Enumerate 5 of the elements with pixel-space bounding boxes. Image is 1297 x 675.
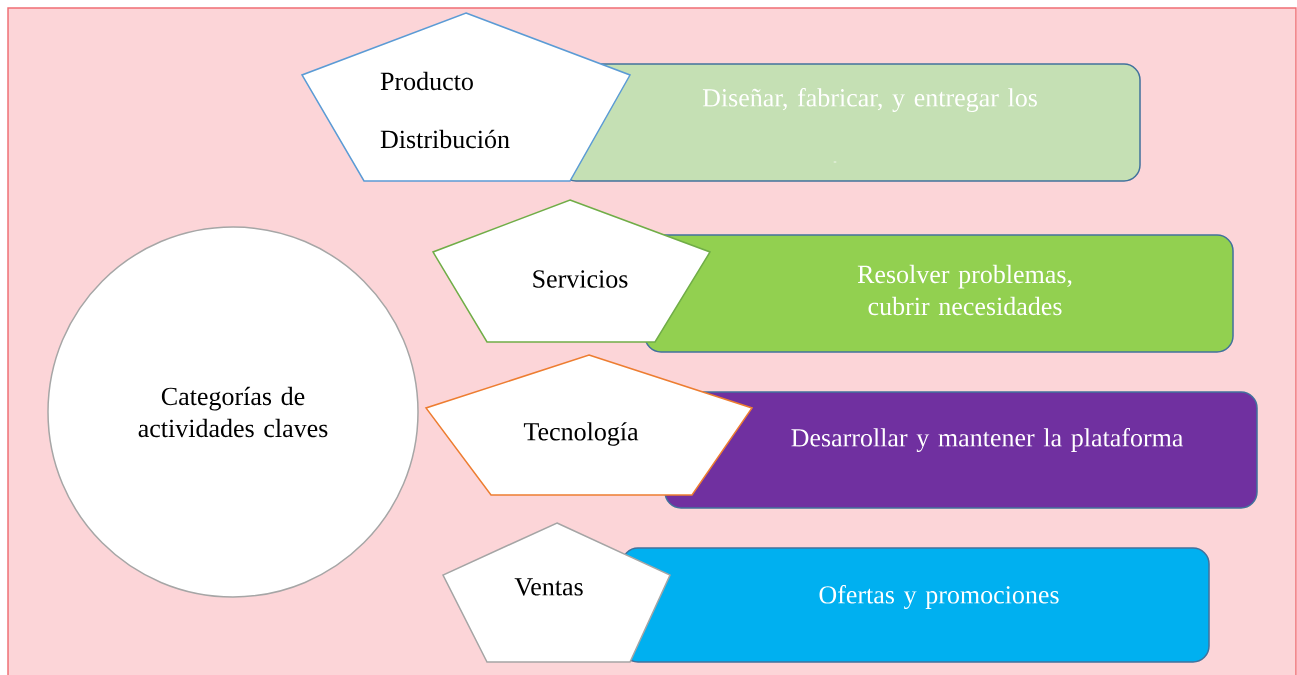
rounded-box: Ofertas y promociones [621, 547, 1210, 663]
pentagon: Ventas [442, 522, 671, 663]
rounded-box: Diseñar, fabricar, y entregar los - [559, 63, 1141, 182]
rounded-box: Desarrollar y mantener la plataforma [664, 391, 1258, 509]
rounded-box: Resolver problemas, cubrir necesidades [644, 234, 1234, 353]
